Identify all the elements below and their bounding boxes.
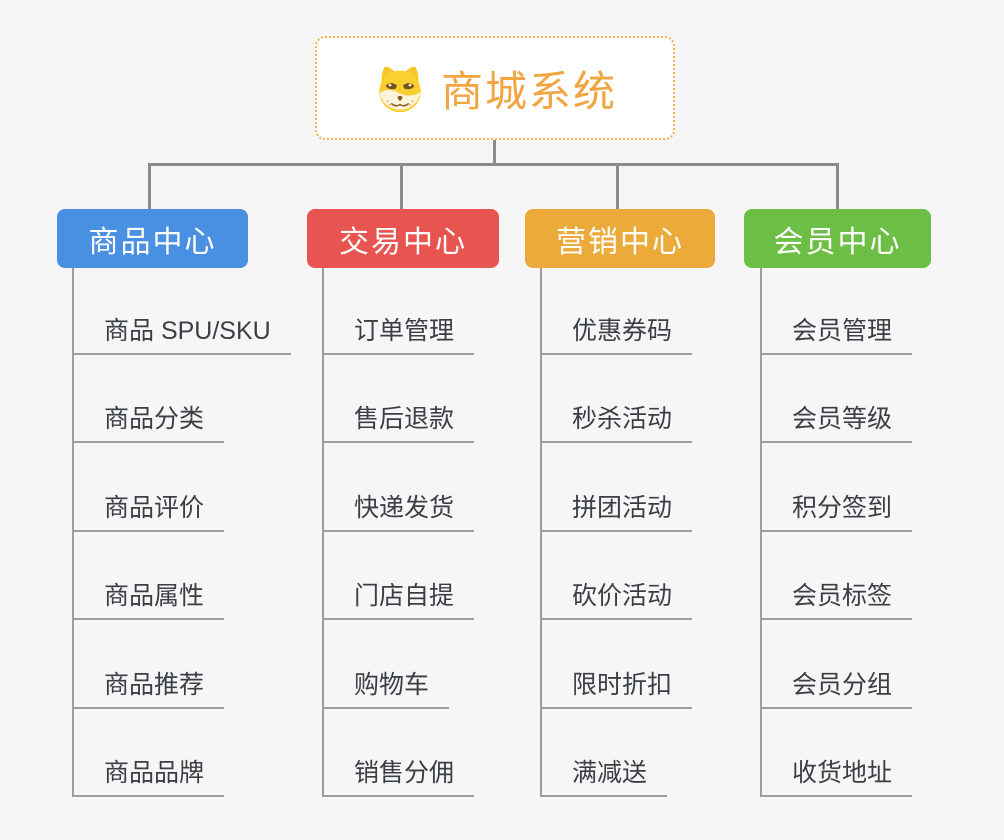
connector-bus [148,163,839,166]
leaf-node[interactable]: 满减送 [540,753,668,797]
leaf-node[interactable]: 会员等级 [760,399,913,443]
leaf-node[interactable]: 会员分组 [760,665,913,709]
leaf-node[interactable]: 砍价活动 [540,576,693,620]
leaf-node[interactable]: 商品评价 [72,488,225,532]
branch-node-trade-center[interactable]: 交易中心 [307,209,499,268]
leaf-node[interactable]: 限时折扣 [540,665,693,709]
branch-node-member-center[interactable]: 会员中心 [744,209,931,268]
connector-drop-1 [148,163,151,209]
leaf-node[interactable]: 商品推荐 [72,665,225,709]
leaf-node[interactable]: 拼团活动 [540,488,693,532]
leaf-node[interactable]: 商品 SPU/SKU [72,311,291,355]
leaf-node[interactable]: 积分签到 [760,488,913,532]
branch-node-marketing-center[interactable]: 营销中心 [525,209,715,268]
leaf-node[interactable]: 会员标签 [760,576,913,620]
leaf-node[interactable]: 商品属性 [72,576,225,620]
root-title: 商城系统 [440,67,617,115]
leaf-node[interactable]: 会员管理 [760,311,913,355]
connector-drop-2 [400,163,403,209]
leaf-node[interactable]: 订单管理 [322,311,475,355]
leaf-node[interactable]: 售后退款 [322,399,475,443]
leaf-node[interactable]: 优惠券码 [540,311,693,355]
trunk-line-4 [760,268,762,797]
leaf-node[interactable]: 商品分类 [72,399,225,443]
connector-drop-4 [836,163,839,209]
leaf-node[interactable]: 商品品牌 [72,753,225,797]
trunk-line-1 [72,268,74,797]
root-node[interactable]: 商城系统 [315,36,675,140]
trunk-line-3 [540,268,542,797]
leaf-node[interactable]: 门店自提 [322,576,475,620]
connector-drop-3 [616,163,619,209]
connector-root-drop [493,140,496,166]
leaf-node[interactable]: 收货地址 [760,753,913,797]
trunk-line-2 [322,268,324,797]
branch-node-product-center[interactable]: 商品中心 [57,209,248,268]
leaf-node[interactable]: 秒杀活动 [540,399,693,443]
dog-face-icon [373,63,427,113]
leaf-node[interactable]: 快递发货 [322,488,475,532]
leaf-node[interactable]: 购物车 [322,665,450,709]
leaf-node[interactable]: 销售分佣 [322,753,475,797]
